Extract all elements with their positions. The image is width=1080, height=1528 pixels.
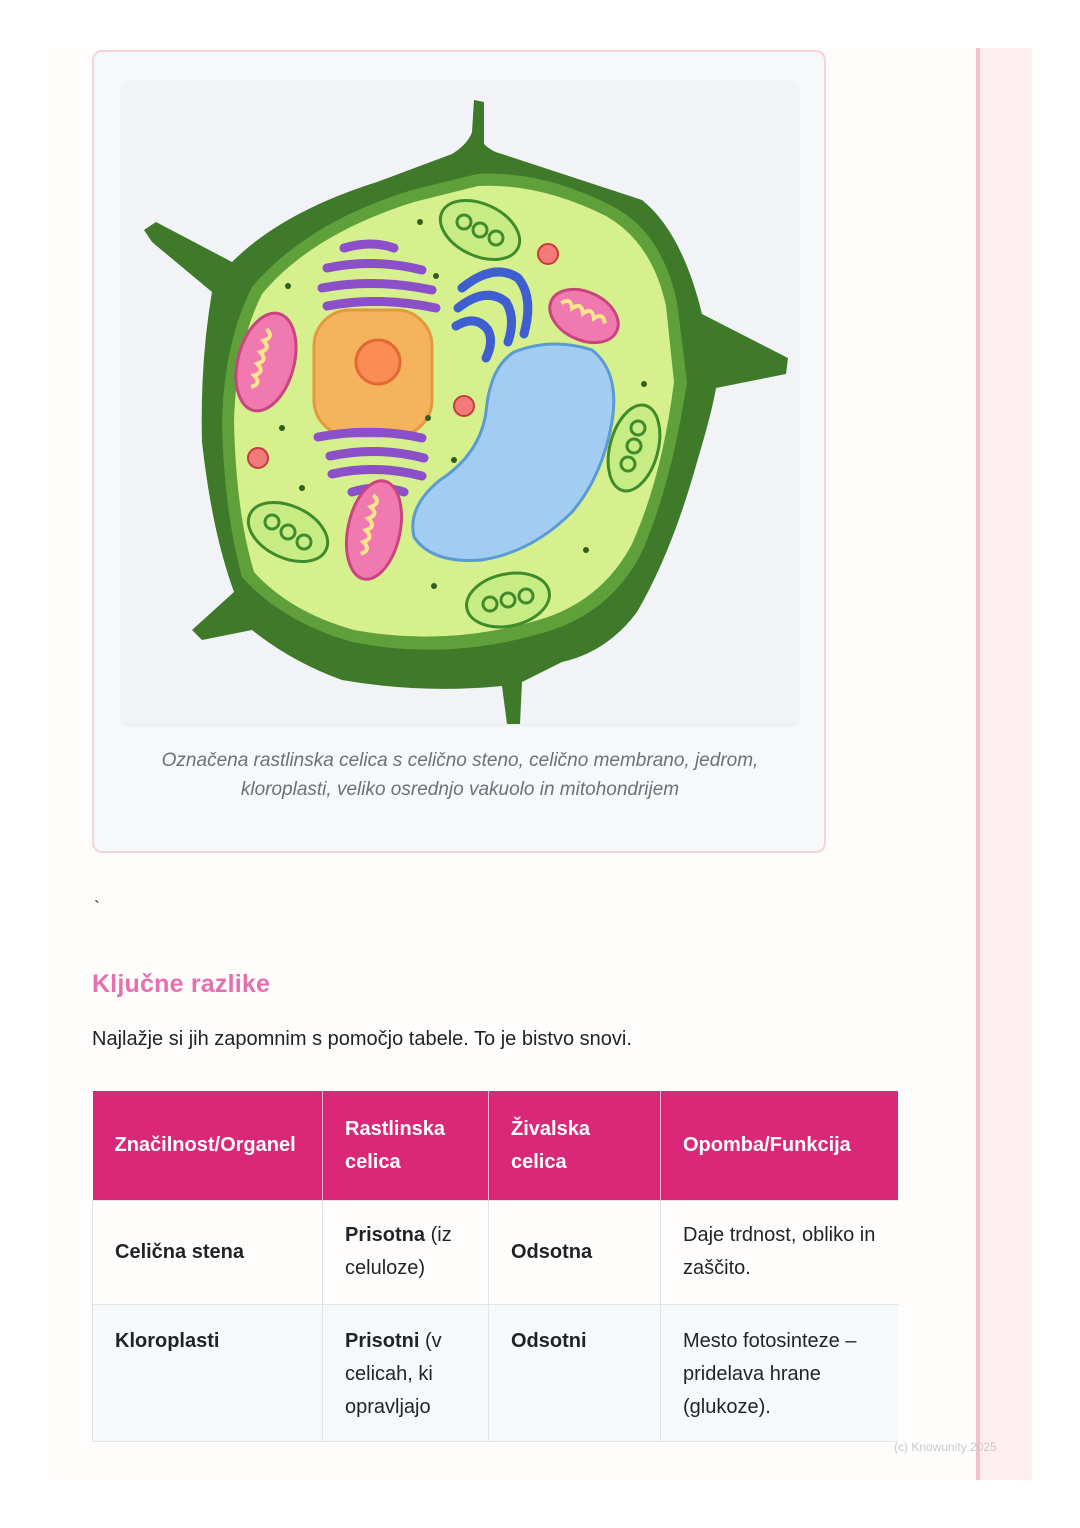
golgi-top <box>317 239 441 313</box>
comparison-table: Značilnost/Organel Rastlinska celica Živ… <box>92 1091 898 1442</box>
cell-feature: Kloroplasti <box>92 1303 323 1442</box>
figure-card: Označena rastlinska celica s celično ste… <box>92 50 826 853</box>
plant-detail: (v celicah, ki opravljajo <box>345 1329 442 1418</box>
cell-animal: Odsotna <box>488 1199 661 1305</box>
section-intro: Najlažje si jih zapomnim s pomočjo tabel… <box>92 1028 632 1050</box>
table-row: Kloroplasti Prisotni (v celicah, ki opra… <box>92 1303 898 1442</box>
table-row: Celična stena Prisotna (iz celuloze) Ods… <box>92 1199 898 1305</box>
animal-presence: Odsotna <box>511 1240 593 1263</box>
vesicles <box>247 243 559 469</box>
header-plant-cell: Rastlinska celica <box>322 1091 489 1200</box>
cell-plant: Prisotna (iz celuloze) <box>322 1199 489 1305</box>
header-animal-cell: Živalska celica <box>488 1091 661 1200</box>
mitochondria <box>234 287 620 581</box>
plant-detail: (iz celuloze) <box>345 1224 452 1279</box>
endoplasmic-reticulum <box>451 267 533 363</box>
feature-name: Celična stena <box>115 1240 244 1263</box>
cell-note: Daje trdnost, obliko in zaščito. <box>660 1199 898 1305</box>
chloroplast-grana <box>263 213 647 613</box>
cell-animal: Odsotni <box>488 1303 661 1442</box>
header-note: Opomba/Funkcija <box>660 1091 898 1200</box>
plant-cell-illustration <box>122 82 798 724</box>
watermark: (c) Knowunity 2025 <box>894 1440 997 1454</box>
ribosomes <box>279 219 647 589</box>
cell-note: Mesto fotosinteze – pridelava hrane (glu… <box>660 1303 898 1442</box>
header-feature: Značilnost/Organel <box>92 1091 323 1200</box>
table-header-row: Značilnost/Organel Rastlinska celica Živ… <box>92 1091 898 1200</box>
cell-feature: Celična stena <box>92 1199 323 1305</box>
plant-presence: Prisotna <box>345 1224 426 1246</box>
plant-cell-diagram <box>144 100 788 724</box>
comparison-table-container: Značilnost/Organel Rastlinska celica Živ… <box>92 1091 898 1480</box>
nucleus <box>312 308 434 438</box>
cell-plant: Prisotni (v celicah, ki opravljajo <box>322 1303 489 1442</box>
feature-name: Kloroplasti <box>115 1329 220 1352</box>
plant-presence: Prisotni <box>345 1329 420 1352</box>
page-side-margin <box>976 48 1032 1480</box>
golgi-bottom <box>313 427 429 497</box>
stray-backtick: ` <box>94 898 100 918</box>
vacuole <box>411 342 616 563</box>
section-heading: Ključne razlike <box>92 970 271 998</box>
figure-caption: Označena rastlinska celica s celično ste… <box>161 750 759 800</box>
animal-presence: Odsotni <box>511 1329 587 1352</box>
